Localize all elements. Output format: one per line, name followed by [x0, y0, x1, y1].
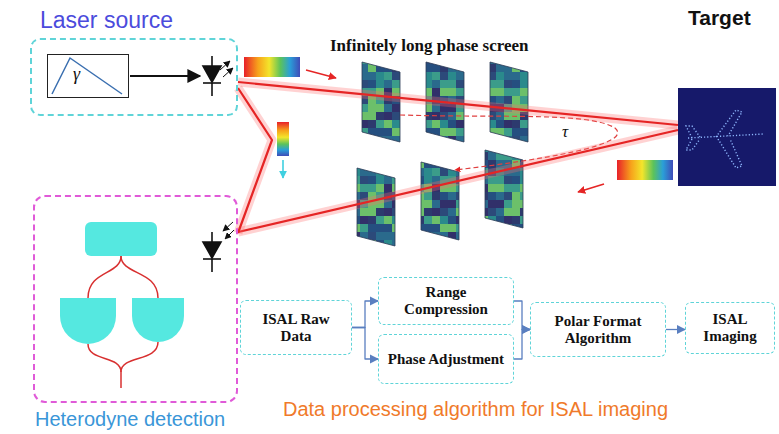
connector-group	[352, 301, 378, 328]
box-heading: Target	[688, 6, 751, 30]
process-box: Phase Adjustment	[378, 334, 514, 384]
flow-arrow	[514, 301, 530, 330]
coupler	[60, 222, 184, 388]
flow-arrow	[514, 330, 530, 360]
direction-arrow	[306, 70, 336, 78]
chirp-bar	[277, 122, 289, 156]
connector-group	[352, 328, 378, 360]
beam-glow	[238, 82, 678, 125]
detector-box: Heterodyne detection	[33, 195, 238, 403]
connector-group	[666, 329, 685, 330]
direction-arrow	[282, 160, 284, 178]
figure-label: Infinitely long phase screen	[330, 36, 529, 56]
process-box: Range Compression	[378, 277, 514, 325]
chirp-bar	[244, 57, 300, 77]
modulator-box: γ	[47, 54, 129, 98]
caption-label: Data processing algorithm for ISAL imagi…	[283, 398, 668, 421]
connector-group	[238, 88, 272, 233]
chirp-bar	[617, 160, 673, 180]
delay-curve	[400, 115, 618, 170]
process-text: ISAL Raw Data	[247, 311, 345, 345]
flow-arrow	[666, 329, 685, 330]
laser-diode	[203, 56, 233, 96]
laser-beam	[238, 82, 678, 125]
process-text: Range Compression	[385, 284, 507, 318]
direction-arrow	[578, 184, 604, 192]
beam-glow	[238, 88, 272, 233]
laser-beam	[238, 130, 678, 232]
laser-beam	[238, 88, 272, 233]
connector-group	[238, 130, 678, 232]
process-text: ISAL Imaging	[692, 311, 768, 345]
beam-glow	[238, 130, 678, 232]
connector-group	[238, 82, 678, 125]
aircraft-image	[678, 88, 776, 186]
delay-symbol: τ	[562, 122, 568, 142]
phase-screens	[357, 62, 528, 246]
process-box: ISAL Raw Data	[240, 300, 352, 355]
connector-group	[514, 330, 530, 360]
connector-group	[514, 301, 530, 330]
box-heading: Heterodyne detection	[35, 408, 225, 431]
angle-symbol	[52, 58, 122, 94]
box-heading: Laser source	[40, 7, 173, 34]
flow-arrow	[352, 301, 378, 328]
process-text: Phase Adjustment	[388, 351, 504, 368]
process-text: Polar Format Algorithm	[537, 313, 659, 347]
drive-arrow	[130, 75, 200, 77]
process-box: ISAL Imaging	[685, 302, 775, 354]
process-box: Polar Format Algorithm	[530, 302, 666, 357]
flow-arrow	[352, 328, 378, 360]
symbol-label: γ	[73, 64, 80, 85]
laser-box: Laser sourceγ	[30, 38, 238, 116]
detector-diode	[203, 222, 234, 272]
target-box: Target	[678, 88, 776, 186]
